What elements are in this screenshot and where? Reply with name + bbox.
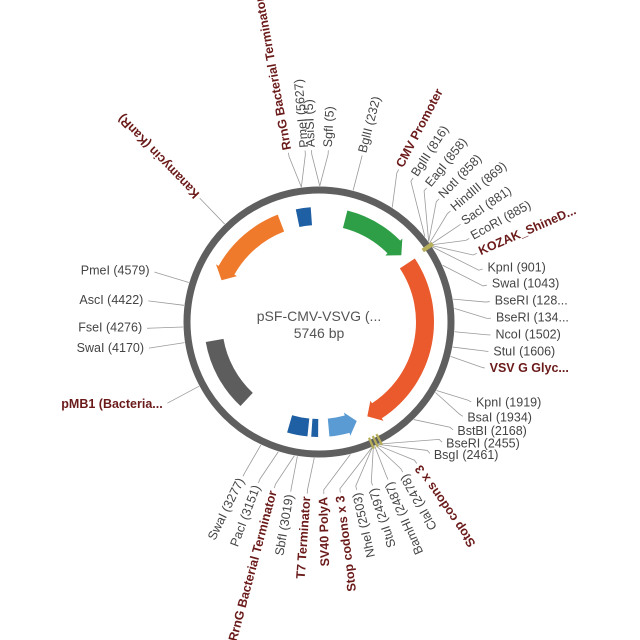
feature-pmb1 xyxy=(205,338,253,407)
leader-kozak-label xyxy=(431,245,477,256)
label-bseri-134: BseRI (134... xyxy=(496,310,569,324)
feature-kanr xyxy=(216,214,285,281)
leader-bseri-2455 xyxy=(378,438,443,445)
feature-rrng-bottom xyxy=(287,415,310,437)
feature-sv40 xyxy=(327,412,357,437)
leader-sbfi-3019 xyxy=(290,456,298,492)
label-sgfi-5: SgfI (5) xyxy=(321,106,337,148)
leader-swai-3277 xyxy=(242,444,262,477)
label-pmei-4579: PmeI (4579) xyxy=(81,263,150,277)
leader-nhei-2503 xyxy=(355,446,373,490)
leader-lines xyxy=(147,150,491,494)
feature-stop-3 xyxy=(367,437,375,450)
leader-pmei-5627 xyxy=(300,150,306,188)
label-bsai-1934: BsaI (1934) xyxy=(467,410,532,424)
label-bseri-128: BseRI (128... xyxy=(495,294,568,308)
leader-paci-3151 xyxy=(258,451,279,484)
leader-kpni-1919 xyxy=(436,390,472,403)
leader-sv40-label xyxy=(323,454,351,494)
feature-arcs xyxy=(205,207,434,450)
label-asci-4422: AscI (4422) xyxy=(79,293,143,307)
label-vsvg-label: VSV G Glyc... xyxy=(490,361,569,375)
label-pmei-5627: PmeI (5627) xyxy=(292,79,312,149)
label-sv40-label: SV40 PolyA xyxy=(316,497,332,567)
leader-bseri-134 xyxy=(454,308,491,319)
feature-stop-2 xyxy=(371,435,379,448)
feature-t7-terminator xyxy=(311,418,319,437)
label-stui-1606: StuI (1606) xyxy=(493,344,555,358)
leader-sgfi-5 xyxy=(319,150,329,187)
label-bseri-2455: BseRI (2455) xyxy=(446,437,520,451)
feature-kozak xyxy=(421,241,434,253)
leader-t7-label xyxy=(306,457,315,494)
leader-eagi-858 xyxy=(423,187,430,242)
label-kpni-1919: KpnI (1919) xyxy=(476,396,541,410)
label-ncoi-1502: NcoI (1502) xyxy=(495,328,560,342)
leader-ncoi-1502 xyxy=(454,331,491,336)
leader-clai-2478 xyxy=(375,445,404,473)
feature-stop-1 xyxy=(375,433,383,446)
leader-cmv-label xyxy=(391,169,400,208)
leader-bglii-232 xyxy=(352,155,363,191)
leader-asisi-5 xyxy=(311,150,321,187)
plasmid-size: 5746 bp xyxy=(294,325,345,341)
label-rrng-top-label: RrnG Bacterial Terminator xyxy=(253,0,294,151)
leader-bseri-128 xyxy=(453,298,490,303)
leader-bstbi-2168 xyxy=(413,419,454,431)
leader-swai-4170 xyxy=(148,342,185,349)
label-pmb1-label: pMB1 (Bacteria... xyxy=(61,397,162,411)
leader-bsai-1934 xyxy=(435,392,464,417)
label-kanr-label: Kanamycin (KanR) xyxy=(115,112,202,202)
leader-rrng-top-label xyxy=(287,152,302,188)
leader-bamhi-2487 xyxy=(374,445,389,480)
leader-saci-881 xyxy=(430,223,461,245)
leader-stop-label-2 xyxy=(339,446,373,493)
leader-noti-858 xyxy=(428,198,440,242)
leader-kanr-label xyxy=(199,197,225,225)
label-asisi-5: AsiSI (5) xyxy=(302,99,318,147)
label-fsei-4276: FseI (4276) xyxy=(78,321,142,335)
leader-bglii-816 xyxy=(410,177,426,237)
feature-rrng-top xyxy=(295,207,313,227)
feature-cmv xyxy=(342,210,403,256)
label-kpni-901: KpnI (901) xyxy=(487,260,545,274)
feature-vsvg xyxy=(367,258,434,421)
label-bsgi-2461: BsgI (2461) xyxy=(434,448,499,462)
leader-rrng-bottom-label xyxy=(274,455,295,489)
label-swai-1043: SwaI (1043) xyxy=(492,277,559,291)
leader-asci-4422 xyxy=(148,300,185,306)
leader-stop-label-1 xyxy=(376,444,418,464)
leader-pmb1-label xyxy=(167,385,200,404)
leader-stui-2497 xyxy=(370,446,374,486)
plasmid-name: pSF-CMV-VSVG (... xyxy=(257,308,381,324)
leader-stui-1606 xyxy=(452,346,489,353)
plasmid-backbone xyxy=(183,186,455,458)
label-swai-4170: SwaI (4170) xyxy=(77,341,144,355)
leader-swai-1043 xyxy=(442,264,488,287)
leader-hindiii-869 xyxy=(429,210,451,244)
leader-pmei-4579 xyxy=(154,271,189,283)
leader-ecori-885 xyxy=(430,238,470,246)
leader-kpni-901 xyxy=(432,246,483,271)
label-bstbi-2168: BstBI (2168) xyxy=(457,424,526,438)
leader-vsvg-label xyxy=(450,355,485,369)
leader-bsgi-2461 xyxy=(378,444,431,454)
label-bglii-232: BglII (232) xyxy=(355,95,383,154)
leader-fsei-4276 xyxy=(147,326,184,329)
label-t7-label: T7 Terminator xyxy=(294,496,314,579)
